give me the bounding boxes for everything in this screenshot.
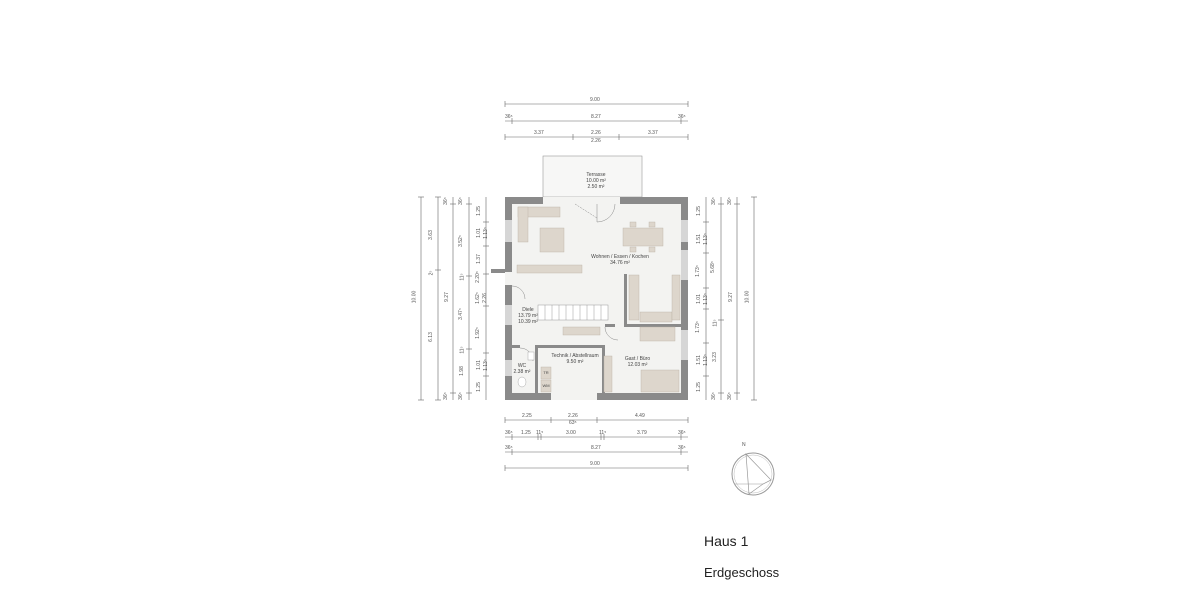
room-diele-name: Diele <box>522 307 534 313</box>
room-wc: WC 2.38 m² <box>510 363 534 375</box>
room-technik: Technik / Abstellraum 9.50 m² <box>545 353 605 365</box>
room-gast-name: Gast / Büro <box>624 356 651 362</box>
room-diele-area2: 10.39 m² <box>518 319 538 325</box>
house-title: Haus 1 <box>704 533 749 549</box>
room-terrasse-area2: 2.50 m² <box>587 184 605 190</box>
room-diele-area: 13.79 m² <box>518 313 538 319</box>
dim-top-wall-left: 36⁵ <box>505 114 513 120</box>
room-gast: Gast / Büro 12.03 m² <box>620 356 655 368</box>
room-gast-area: 12.03 m² <box>627 362 648 368</box>
room-wohnen-area: 34.76 m² <box>610 260 630 266</box>
dim-top-seg2: 2.26 <box>591 130 601 136</box>
dim-bottom-r2-c: 11⁵ <box>536 430 544 436</box>
room-wohnen-name: Wohnen / Essen / Kochen <box>591 254 649 260</box>
dim-bottom-r2-e: 11⁵ <box>599 430 607 436</box>
dim-bottom-r2-f: 3.79 <box>637 430 647 436</box>
dim-bottom-r2-g: 36⁵ <box>678 430 686 436</box>
dim-bottom-r2-b: 1.25 <box>521 430 531 436</box>
north-arrow-icon <box>731 452 775 496</box>
dim-top-inner: 8.27 <box>591 114 601 120</box>
floor-title: Erdgeschoss <box>704 565 780 580</box>
dim-bottom-r2-d: 3.00 <box>566 430 576 436</box>
label-wm: WM <box>542 383 550 388</box>
dim-bottom-r2-a: 36⁵ <box>505 430 513 436</box>
dim-bottom-seg2: 2.26 <box>568 413 578 419</box>
dim-bottom-r3-b: 8.27 <box>591 445 601 451</box>
dim-bottom-sub: 63⁵ <box>569 420 577 426</box>
dim-bottom-total: 9.00 <box>590 461 600 467</box>
room-wc-name: WC <box>517 363 527 369</box>
room-technik-area: 9.50 m² <box>566 359 584 365</box>
room-wc-area: 2.38 m² <box>513 369 531 375</box>
room-wohnen: Wohnen / Essen / Kochen 34.76 m² <box>575 254 665 266</box>
dim-top-seg3: 3.37 <box>648 130 658 136</box>
label-tr: TR <box>543 370 549 375</box>
dim-top-seg1: 3.37 <box>534 130 544 136</box>
dim-top-total: 9.00 <box>590 97 600 103</box>
room-terrasse-area: 10.00 m² <box>586 178 606 184</box>
room-technik-name: Technik / Abstellraum <box>551 353 599 359</box>
room-diele: Diele 13.79 m² 10.39 m² <box>513 307 543 325</box>
dim-bottom-seg3: 4.49 <box>635 413 645 419</box>
room-terrasse-name: Terrasse <box>586 172 606 178</box>
dim-top-wall-right: 36⁵ <box>678 114 686 120</box>
north-label: N <box>742 442 746 448</box>
dim-bottom-r3-c: 36⁵ <box>678 445 686 451</box>
dim-bottom-r3-a: 36⁵ <box>505 445 513 451</box>
dim-top-sub: 2.26 <box>591 138 601 144</box>
room-terrasse: Terrasse 10.00 m² 2.50 m² <box>572 172 620 190</box>
dim-bottom-seg1: 2.25 <box>522 413 532 419</box>
